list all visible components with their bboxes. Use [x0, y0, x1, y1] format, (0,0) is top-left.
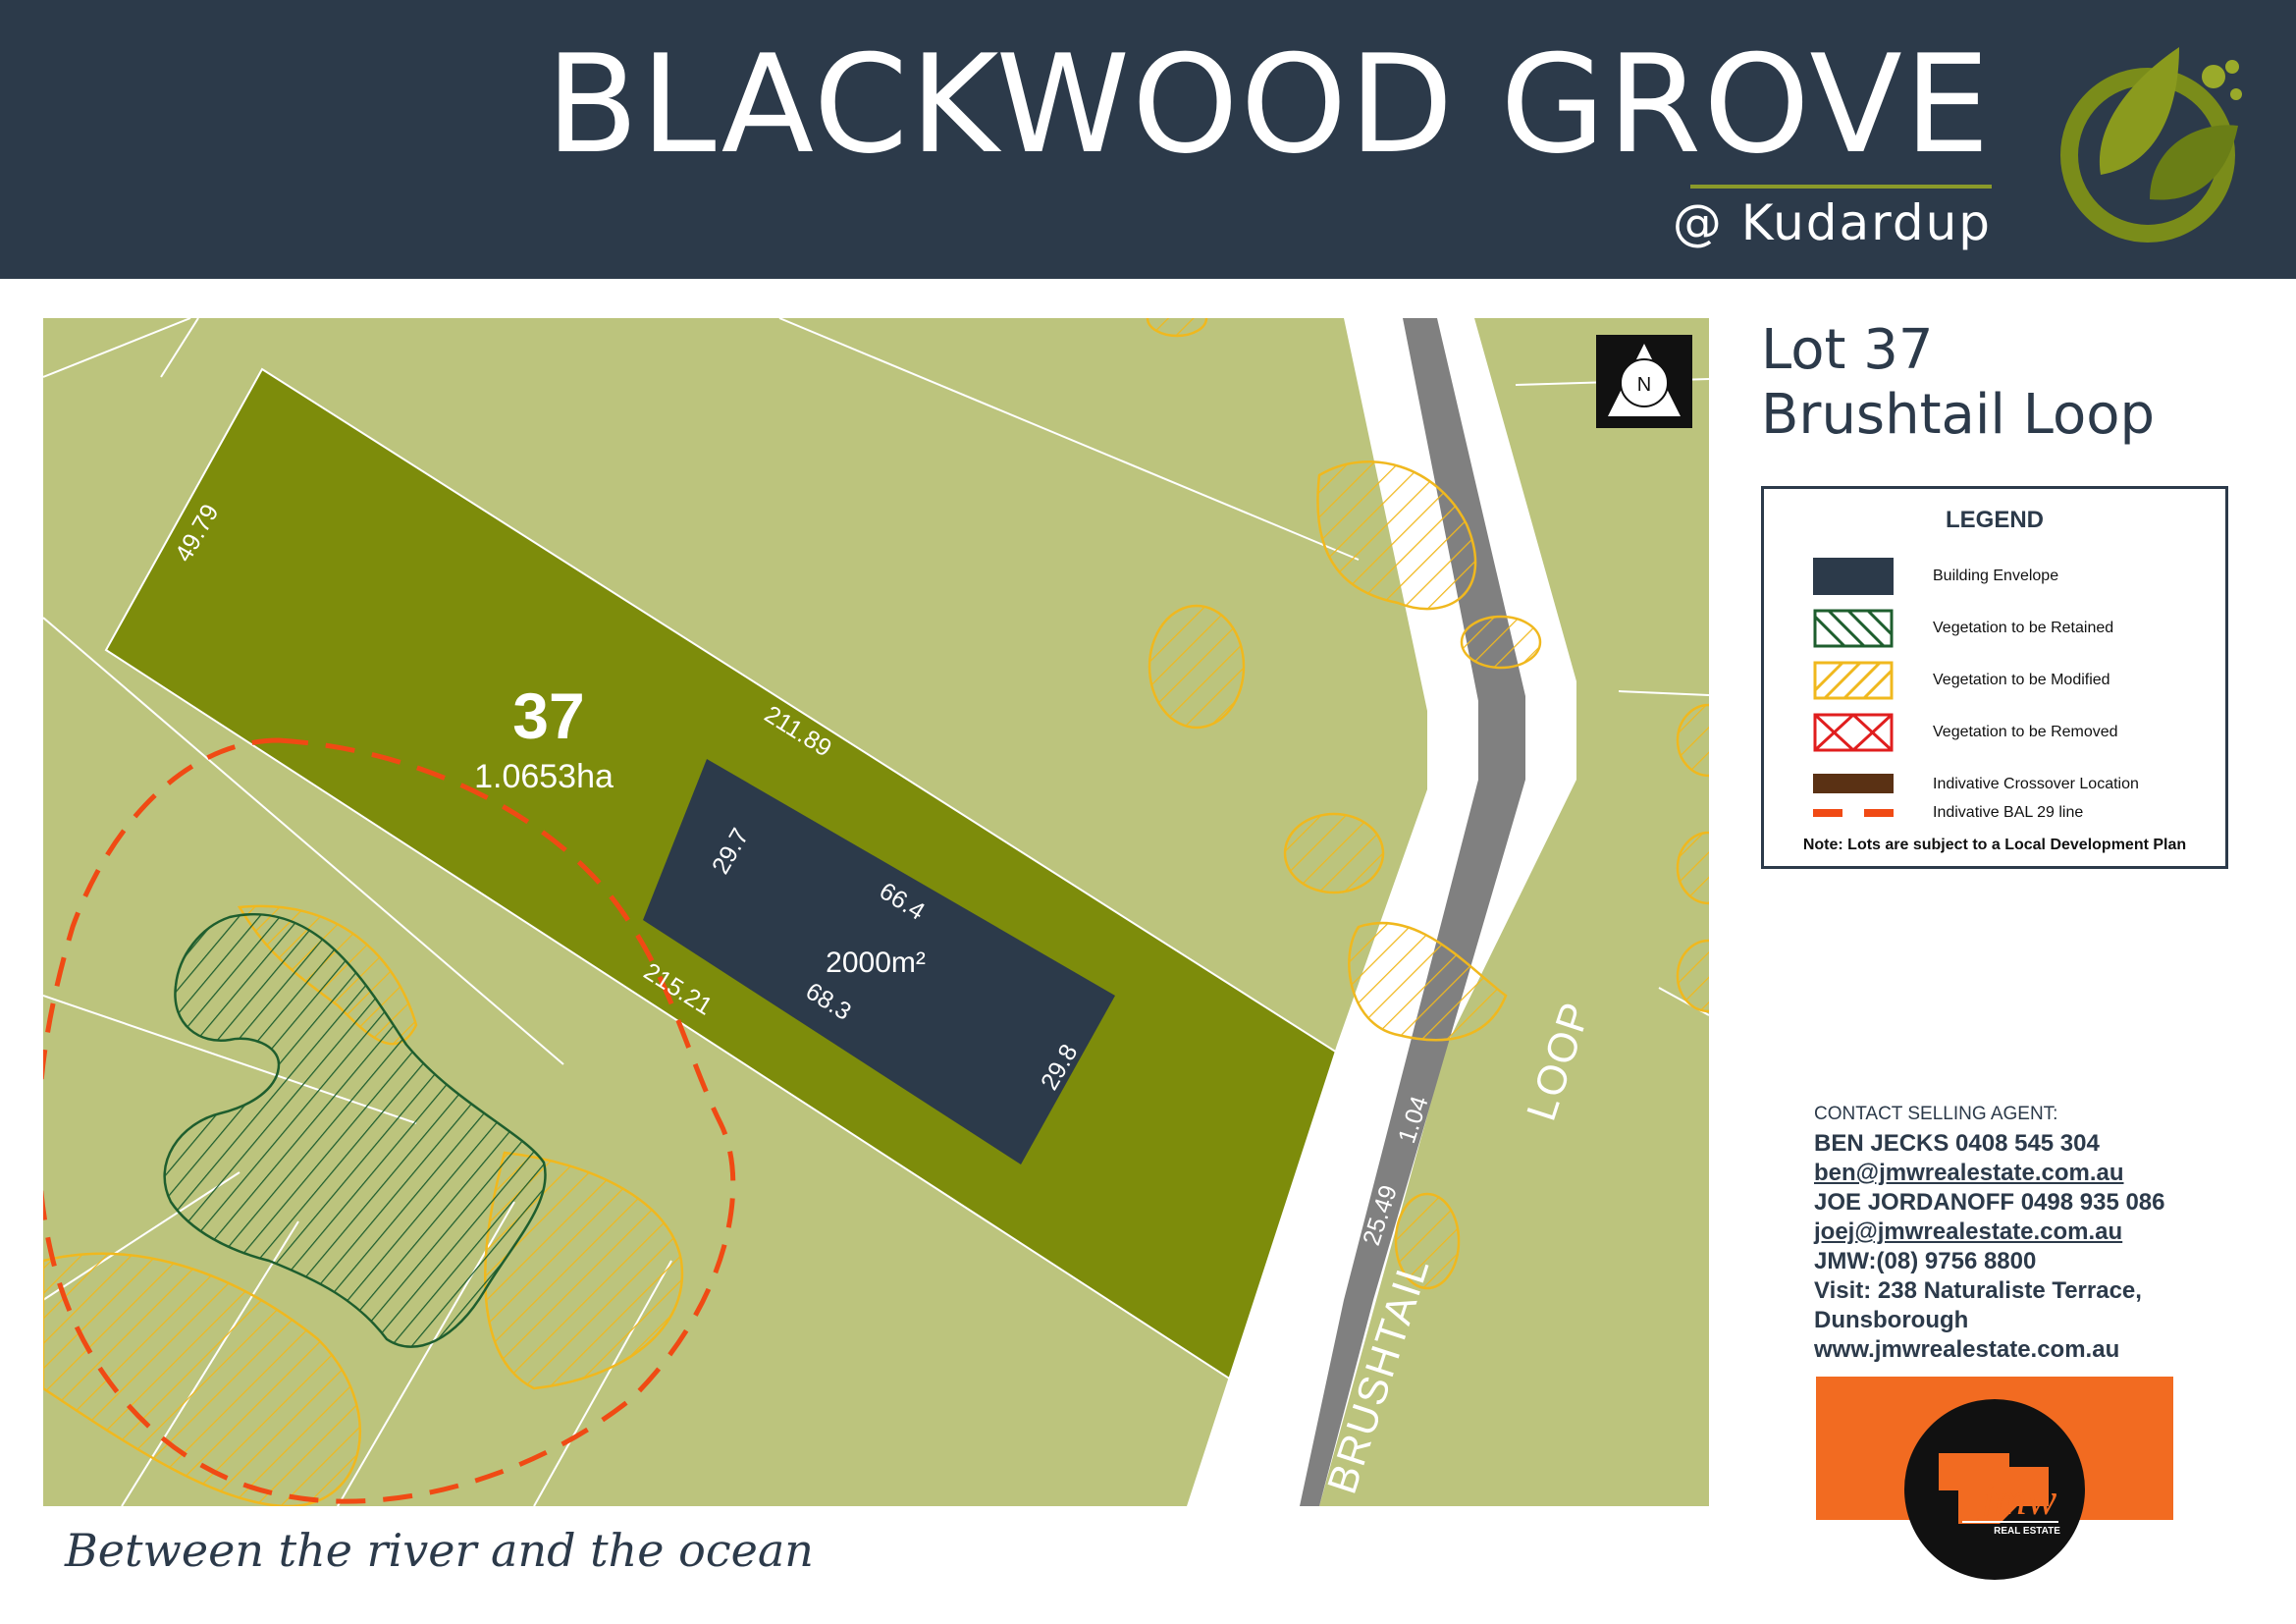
website-link[interactable]: www.jmwrealestate.com.au: [1814, 1336, 2120, 1363]
vegetation-modified-areas: [43, 318, 1709, 1506]
contact-block: CONTACT SELLING AGENT: BEN JECKS 0408 54…: [1814, 1100, 2246, 1365]
legend-label: Vegetation to be Modified: [1933, 672, 2110, 688]
page-title: BLACKWOOD GROVE: [545, 26, 1992, 184]
jmw-logo-icon: jmw REAL ESTATE: [1904, 1399, 2085, 1580]
north-label: N: [1637, 374, 1651, 396]
building-envelope: [643, 759, 1115, 1164]
office-phone: JMW:(08) 9756 8800: [1814, 1248, 2037, 1274]
removed-swatch: [1813, 713, 1894, 752]
legend-label: Indivative Crossover Location: [1933, 776, 2139, 792]
agent-1: BEN JECKS 0408 545 304: [1814, 1130, 2100, 1157]
legend-label: Vegetation to be Removed: [1933, 724, 2118, 740]
building-envelope-swatch: [1813, 558, 1894, 595]
office-address-line2: Dunsborough: [1814, 1307, 1969, 1333]
site-plan-map: N 37 1.0653ha 2000m² 49.79 211.89 215.21…: [43, 318, 1709, 1506]
jmw-logo-text: jmw: [1977, 1474, 2057, 1524]
lot-area-label: 1.0653ha: [474, 758, 614, 795]
envelope-area-label: 2000m²: [826, 947, 926, 979]
office-address-line1: Visit: 238 Naturaliste Terrace,: [1814, 1277, 2142, 1304]
retained-swatch: [1813, 609, 1894, 648]
agent-2-email-link[interactable]: joej@jmwrealestate.com.au: [1814, 1218, 2123, 1245]
agent-2: JOE JORDANOFF 0498 935 086: [1814, 1189, 2165, 1216]
site-plan-svg: N 37 1.0653ha 2000m² 49.79 211.89 215.21…: [43, 318, 1709, 1506]
crossover-swatch: [1813, 774, 1894, 793]
page-subtitle: @ Kudardup: [1672, 194, 1992, 251]
lot-heading: Lot 37 Brushtail Loop: [1761, 318, 2155, 448]
tagline: Between the river and the ocean: [65, 1524, 814, 1577]
vegetation-retained-area: [163, 913, 547, 1348]
bal-29-line: [43, 737, 736, 1504]
north-arrow-icon: N: [1596, 335, 1692, 428]
lot-heading-line1: Lot 37: [1761, 318, 1934, 382]
lot-heading-line2: Brushtail Loop: [1761, 383, 2156, 448]
title-divider: [1690, 185, 1992, 189]
road-carriageway: [1300, 318, 1525, 1506]
lot-number-label: 37: [512, 679, 584, 752]
leaf-logo-icon: [2060, 47, 2242, 243]
legend-note: Note: Lots are subject to a Local Develo…: [1802, 837, 2187, 853]
header-banner: BLACKWOOD GROVE @ Kudardup: [0, 0, 2296, 279]
legend-title: LEGEND: [1945, 507, 2044, 533]
legend-box: LEGEND Building Envelope Vegetation to b…: [1761, 486, 2228, 869]
bal-line-swatch: [1813, 809, 1894, 817]
jmw-logo-subtext: REAL ESTATE: [1994, 1526, 2060, 1537]
legend-label: Indivative BAL 29 line: [1933, 804, 2084, 821]
agent-1-email-link[interactable]: ben@jmwrealestate.com.au: [1814, 1160, 2124, 1186]
legend-label: Building Envelope: [1933, 568, 2059, 584]
contact-heading: CONTACT SELLING AGENT:: [1814, 1104, 2058, 1124]
modified-swatch: [1813, 661, 1894, 700]
legend-label: Vegetation to be Retained: [1933, 620, 2114, 636]
